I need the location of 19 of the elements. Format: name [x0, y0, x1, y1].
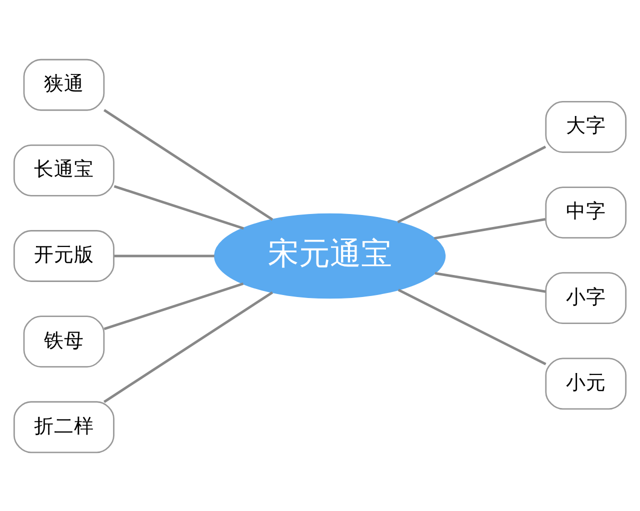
node-box: 开元版	[13, 230, 114, 282]
connector	[103, 108, 274, 220]
node-box: 折二样	[13, 400, 114, 453]
connector	[103, 290, 274, 402]
node-ellipse: 宋元通宝	[214, 212, 446, 298]
connector	[114, 184, 244, 230]
node-box: 小字	[545, 272, 627, 324]
node-box: 狭通	[23, 58, 105, 110]
node-box: 大字	[545, 100, 627, 152]
connector	[104, 282, 244, 330]
connector	[434, 272, 546, 292]
connector	[398, 288, 546, 365]
connector	[434, 217, 546, 240]
node-box: 中字	[545, 186, 627, 238]
node-box: 小元	[545, 357, 627, 410]
connector	[114, 254, 214, 257]
connector	[397, 145, 546, 223]
node-box: 长通宝	[13, 144, 114, 196]
node-box: 铁母	[23, 315, 105, 368]
